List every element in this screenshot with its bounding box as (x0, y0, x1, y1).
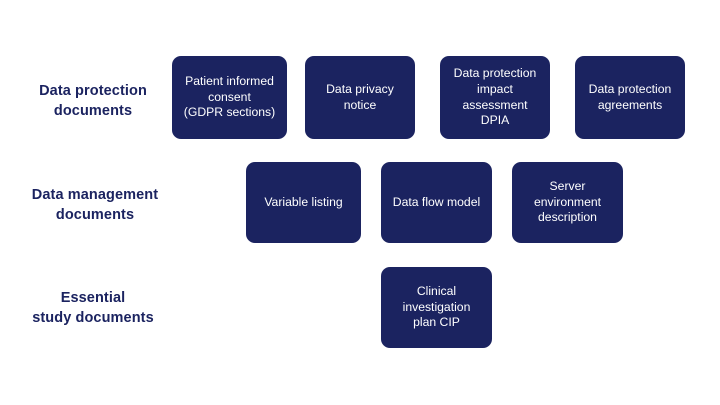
node-label: Data privacy notice (326, 81, 394, 112)
node-label: Variable listing (264, 194, 343, 209)
node-server-environment-description[interactable]: Server environment description (512, 162, 623, 243)
node-label: Clinical investigation plan CIP (402, 284, 471, 330)
node-label: Patient informed consent (GDPR sections) (183, 74, 276, 120)
node-patient-informed-consent[interactable]: Patient informed consent (GDPR sections) (172, 56, 287, 139)
node-label: Server environment description (533, 179, 602, 225)
node-variable-listing[interactable]: Variable listing (246, 162, 361, 243)
node-label: Data protection impact assessment DPIA (453, 66, 537, 128)
node-data-flow-model[interactable]: Data flow model (381, 162, 492, 243)
row-label-data-management-documents: Data management documents (31, 187, 159, 223)
node-label: Data flow model (392, 194, 481, 209)
node-data-protection-impact-assessment-dpia[interactable]: Data protection impact assessment DPIA (440, 56, 550, 139)
node-data-privacy-notice[interactable]: Data privacy notice (305, 56, 415, 139)
node-clinical-investigation-plan-cip[interactable]: Clinical investigation plan CIP (381, 267, 492, 348)
node-data-protection-agreements[interactable]: Data protection agreements (575, 56, 685, 139)
row-label-data-protection-documents: Data protection documents (39, 83, 147, 119)
node-label: Data protection agreements (588, 81, 672, 112)
row-label-essential-study-documents: Essential study documents (32, 290, 154, 326)
